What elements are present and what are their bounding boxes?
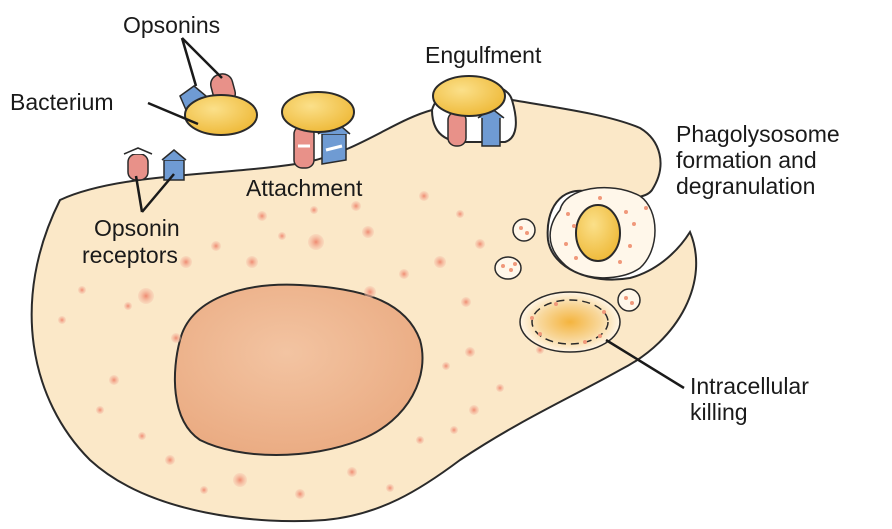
attachment-stage <box>282 92 354 168</box>
label-phagolysosome-1: Phagolysosome <box>676 121 840 147</box>
opsonin-receptors <box>124 148 186 180</box>
label-killing-1: Intracellular <box>690 373 809 399</box>
label-opsonin-receptors-1: Opsonin <box>94 215 180 241</box>
engulfment-stage <box>432 76 512 146</box>
label-attachment: Attachment <box>246 175 363 201</box>
bacterium-free <box>180 72 257 135</box>
killing-vacuole <box>520 292 620 352</box>
label-killing-2: killing <box>690 399 748 425</box>
label-phagolysosome-2: formation and <box>676 147 817 173</box>
label-bacterium: Bacterium <box>10 89 114 115</box>
label-engulfment: Engulfment <box>425 42 542 68</box>
phagolysosome <box>550 188 655 278</box>
label-opsonin-receptors-2: receptors <box>82 242 178 268</box>
label-phagolysosome-3: degranulation <box>676 173 815 199</box>
label-opsonins: Opsonins <box>123 12 220 38</box>
